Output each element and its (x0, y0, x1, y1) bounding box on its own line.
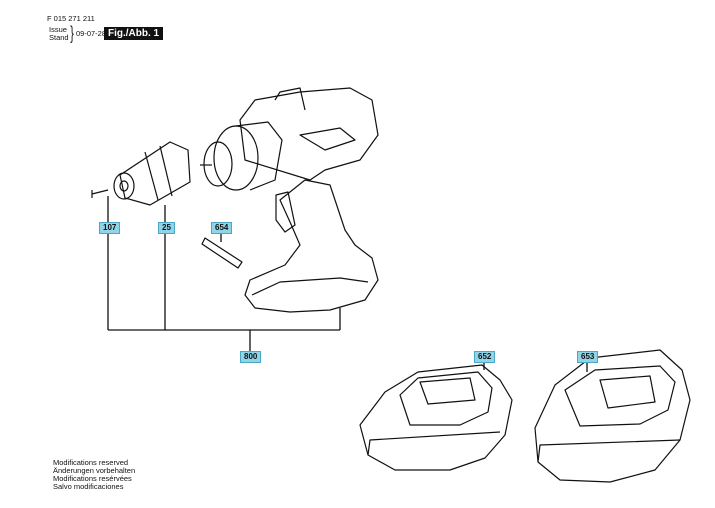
gearbox-drawing (200, 121, 283, 191)
chuck-drawing (113, 141, 191, 206)
modification-notes: Modifications reserved Änderungen vorbeh… (53, 459, 135, 491)
brace-glyph: } (70, 23, 74, 43)
part-label-653: 653 (577, 351, 599, 363)
charger-drawing (534, 349, 691, 483)
battery-drawing (359, 364, 513, 471)
part-label-654: 654 (211, 222, 233, 234)
note-en: Modifications reserved (53, 458, 129, 467)
part-label-25: 25 (158, 222, 175, 234)
stand-label: Stand (49, 33, 69, 42)
bit-drawing (201, 237, 243, 269)
part-label-107: 107 (99, 222, 121, 234)
part-label-800: 800 (240, 351, 262, 363)
issue-label: Issue (49, 25, 67, 34)
screw-drawing (91, 189, 109, 198)
document-number: F 015 271 211 (47, 14, 95, 23)
drill-body-drawing (239, 87, 379, 313)
leader-lines (107, 196, 588, 372)
note-de: Änderungen vorbehalten (53, 466, 136, 475)
figure-label: Fig./Abb. 1 (104, 27, 164, 40)
part-label-652: 652 (474, 351, 496, 363)
issue-date: 09-07-28 (76, 29, 107, 38)
note-fr: Modifications resérvées (53, 474, 132, 483)
note-es: Salvo modificaciones (53, 482, 124, 491)
